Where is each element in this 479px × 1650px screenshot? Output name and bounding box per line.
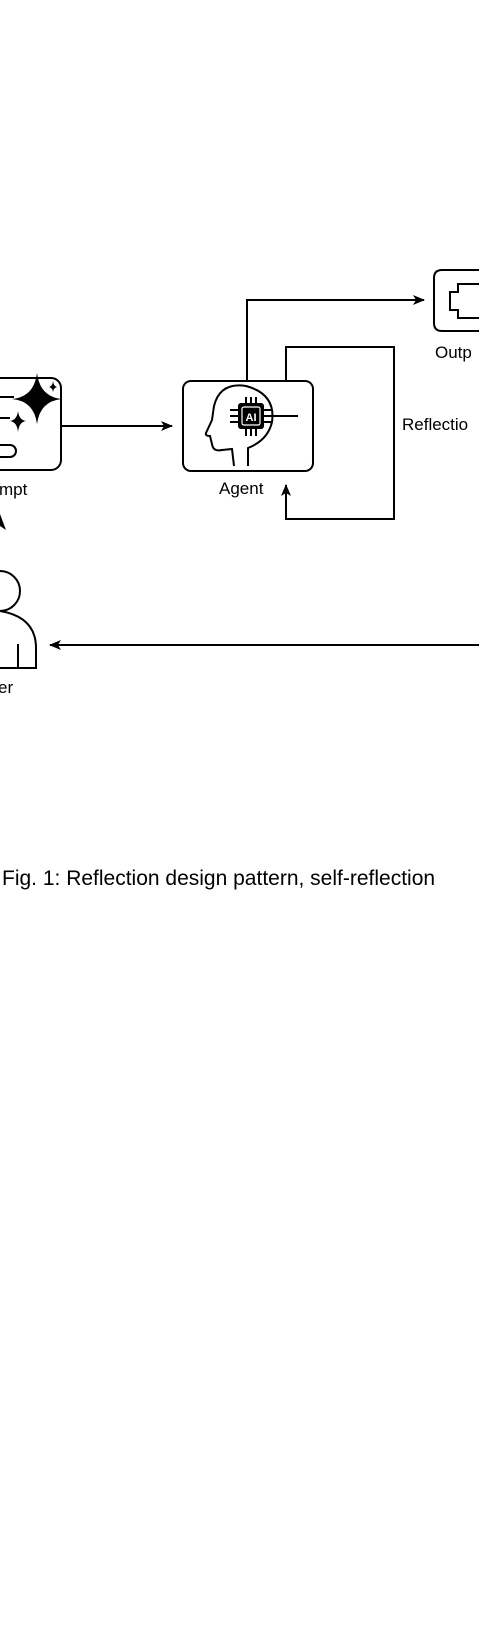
output-label: Outp	[435, 343, 472, 362]
output-document-icon	[449, 283, 479, 319]
prompt-node: mpt	[0, 373, 62, 530]
user-to-prompt-arrowhead	[0, 514, 6, 530]
prompt-box	[0, 377, 62, 471]
ai-head-icon: AI	[204, 384, 298, 467]
user-node: er	[0, 570, 37, 697]
agent-node: AI Agent	[182, 380, 314, 498]
agent-label: Agent	[219, 479, 264, 498]
output-box	[433, 269, 479, 332]
reflection-loop	[281, 346, 395, 520]
output-node: Outp	[433, 269, 479, 362]
sparkle-prompt-icon	[0, 373, 62, 458]
reflection-label: Reflectio	[402, 415, 468, 434]
figure-caption: Fig. 1: Reflection design pattern, self-…	[2, 867, 435, 890]
user-label: er	[0, 678, 13, 697]
ai-chip-text: AI	[246, 412, 257, 424]
prompt-label: mpt	[0, 480, 28, 499]
agent-to-output-arrow	[246, 295, 425, 381]
user-icon	[0, 570, 37, 669]
